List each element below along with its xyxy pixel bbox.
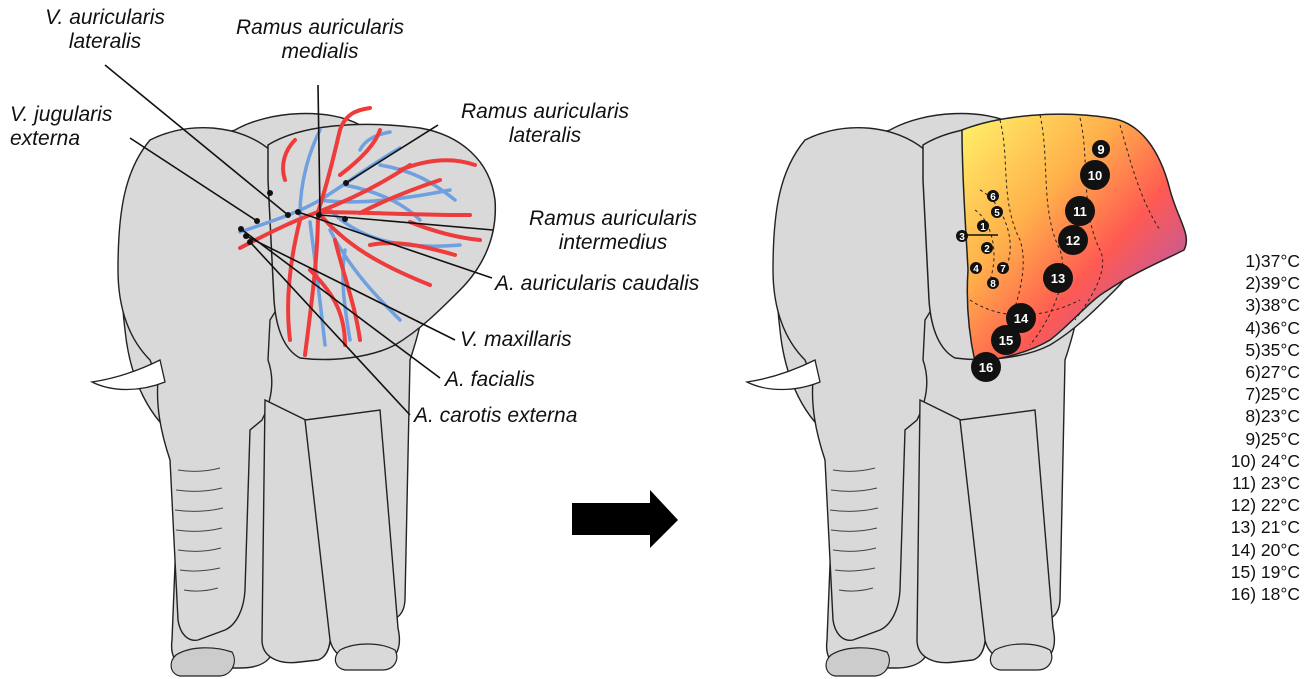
label-a-auricularis-caudalis: A. auricularis caudalis: [495, 272, 699, 296]
point-11: 11: [1073, 204, 1087, 219]
right-arrow-icon: [572, 490, 678, 548]
label-a-facialis: A. facialis: [445, 368, 535, 392]
temp-4: 4)36°C: [1196, 317, 1300, 339]
temp-12: 12) 22°C: [1196, 494, 1300, 516]
label-v-auricularis-lateralis: V. auricularis lateralis: [30, 6, 180, 54]
point-5: 5: [994, 208, 1000, 219]
label-line: lateralis: [440, 124, 650, 148]
label-a-carotis-externa: A. carotis externa: [414, 404, 577, 428]
point-14: 14: [1014, 311, 1029, 326]
label-line: lateralis: [30, 30, 180, 54]
point-2: 2: [984, 244, 990, 255]
label-line: V. auricularis: [30, 6, 180, 30]
label-line: V. jugularis: [10, 103, 112, 127]
temp-2: 2)39°C: [1196, 272, 1300, 294]
point-7: 7: [1000, 264, 1006, 275]
temp-11: 11) 23°C: [1196, 472, 1300, 494]
point-1: 1: [980, 222, 986, 233]
temp-16: 16) 18°C: [1196, 583, 1300, 605]
label-v-maxillaris: V. maxillaris: [460, 328, 572, 352]
left-elephant: [92, 65, 495, 676]
point-3: 3: [959, 232, 965, 243]
label-ramus-medialis: Ramus auricularis medialis: [215, 16, 425, 64]
label-ramus-lateralis: Ramus auricularis lateralis: [440, 100, 650, 148]
point-6: 6: [990, 192, 996, 203]
temp-9: 9)25°C: [1196, 428, 1300, 450]
point-12: 12: [1066, 233, 1080, 248]
temp-15: 15) 19°C: [1196, 561, 1300, 583]
label-line: Ramus auricularis: [508, 207, 718, 231]
temp-3: 3)38°C: [1196, 294, 1300, 316]
temperature-legend: 1)37°C 2)39°C 3)38°C 4)36°C 5)35°C 6)27°…: [1196, 250, 1300, 605]
label-line: Ramus auricularis: [440, 100, 650, 124]
point-8: 8: [990, 279, 996, 290]
temp-8: 8)23°C: [1196, 405, 1300, 427]
label-line: externa: [10, 127, 112, 151]
point-4: 4: [973, 264, 979, 275]
point-16: 16: [979, 360, 993, 375]
label-line: intermedius: [508, 231, 718, 255]
temp-14: 14) 20°C: [1196, 539, 1300, 561]
temp-13: 13) 21°C: [1196, 516, 1300, 538]
label-v-jugularis-externa: V. jugularis externa: [10, 103, 112, 151]
temp-5: 5)35°C: [1196, 339, 1300, 361]
label-ramus-intermedius: Ramus auricularis intermedius: [508, 207, 718, 255]
temp-7: 7)25°C: [1196, 383, 1300, 405]
point-9: 9: [1097, 142, 1104, 157]
point-13: 13: [1051, 271, 1065, 286]
temp-6: 6)27°C: [1196, 361, 1300, 383]
point-10: 10: [1088, 168, 1102, 183]
temp-10: 10) 24°C: [1196, 450, 1300, 472]
point-15: 15: [999, 333, 1013, 348]
temp-1: 1)37°C: [1196, 250, 1300, 272]
label-line: Ramus auricularis: [215, 16, 425, 40]
label-line: medialis: [215, 40, 425, 64]
